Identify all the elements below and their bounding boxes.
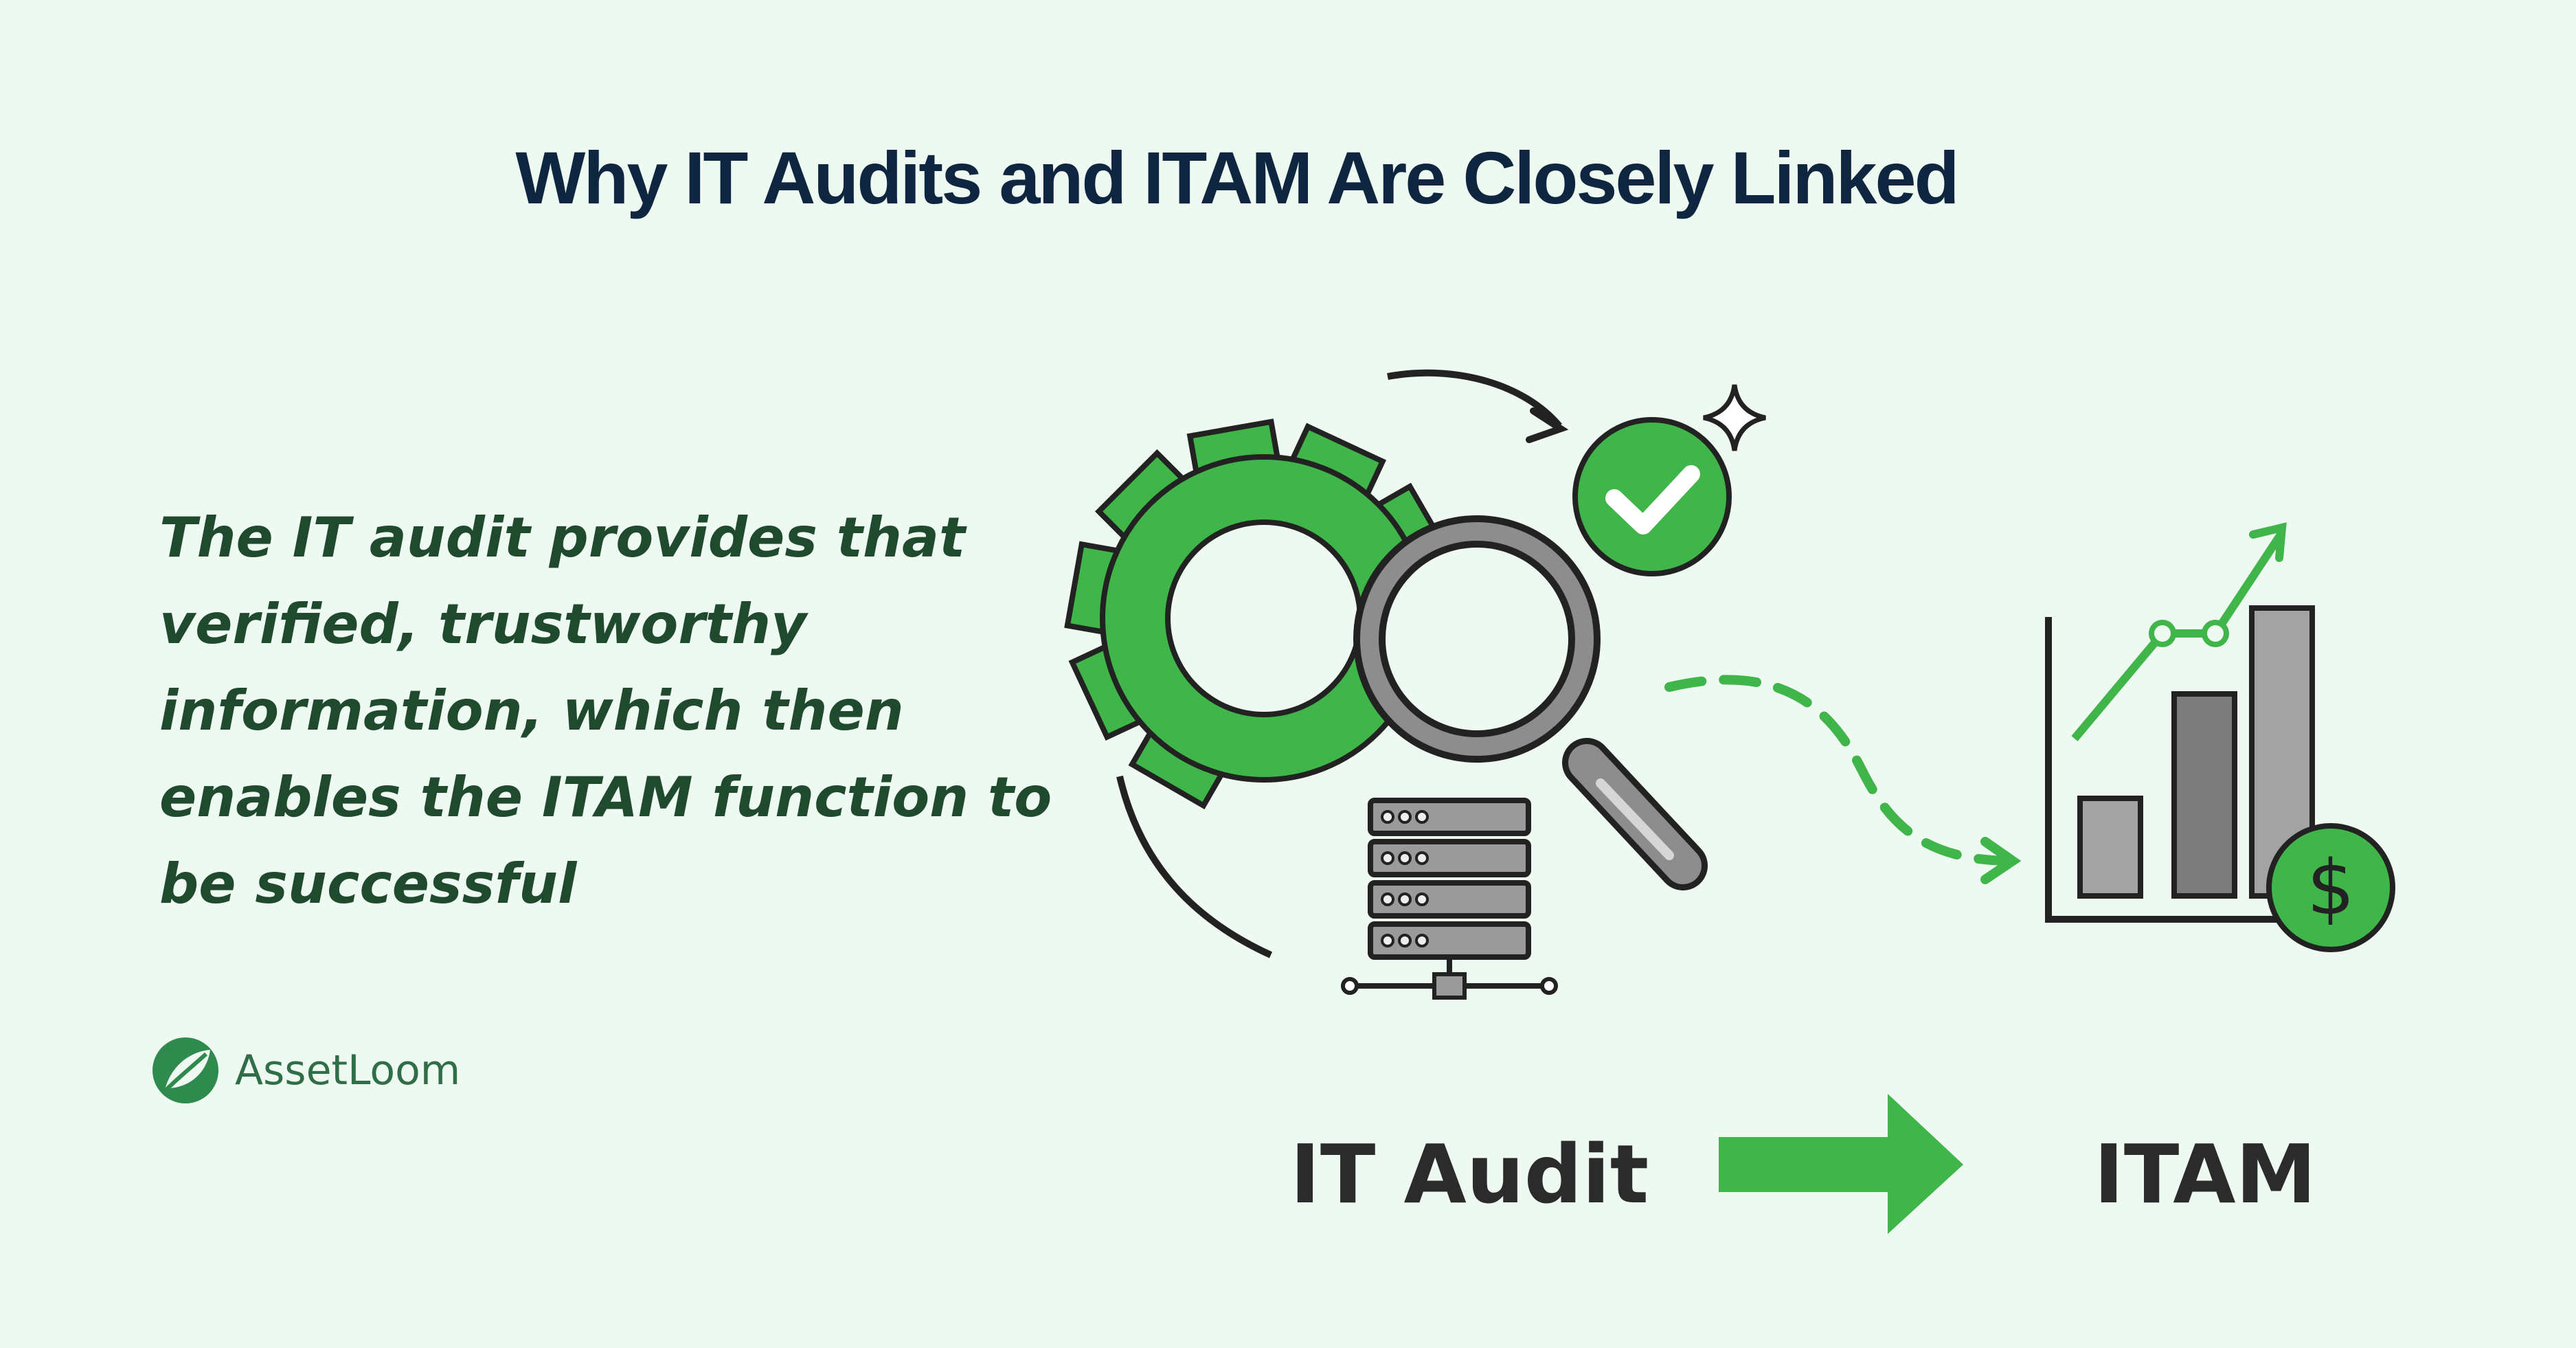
dashed-flow-arrow xyxy=(1664,675,2011,866)
server-icon xyxy=(1341,798,1558,1000)
brand-logo: AssetLoom xyxy=(151,1036,460,1105)
orbit-arc-top xyxy=(1387,369,1562,429)
bar-chart-icon xyxy=(2045,522,2363,923)
label-it-audit: IT Audit xyxy=(1290,1127,1649,1222)
check-badge-icon xyxy=(1572,417,1732,576)
magnifier-icon xyxy=(1353,515,1708,890)
dashed-arrow-head xyxy=(1980,837,2022,884)
gear-icon xyxy=(1064,418,1462,809)
svg-text:$: $ xyxy=(2307,844,2355,932)
dollar-badge-icon: $ xyxy=(2266,823,2395,952)
label-itam: ITAM xyxy=(2094,1127,2316,1222)
arrow-head-top xyxy=(1526,407,1569,443)
orbit-arc-left xyxy=(1116,775,1273,958)
leaf-icon xyxy=(152,1037,218,1103)
page-title: Why IT Audits and ITAM Are Closely Linke… xyxy=(515,136,1959,219)
sparkle-icon xyxy=(1703,384,1766,451)
statement-text: The IT audit provides that verified, tru… xyxy=(159,506,1052,916)
flow-arrow xyxy=(1719,1094,1963,1234)
brand-name: AssetLoom xyxy=(235,1046,461,1094)
